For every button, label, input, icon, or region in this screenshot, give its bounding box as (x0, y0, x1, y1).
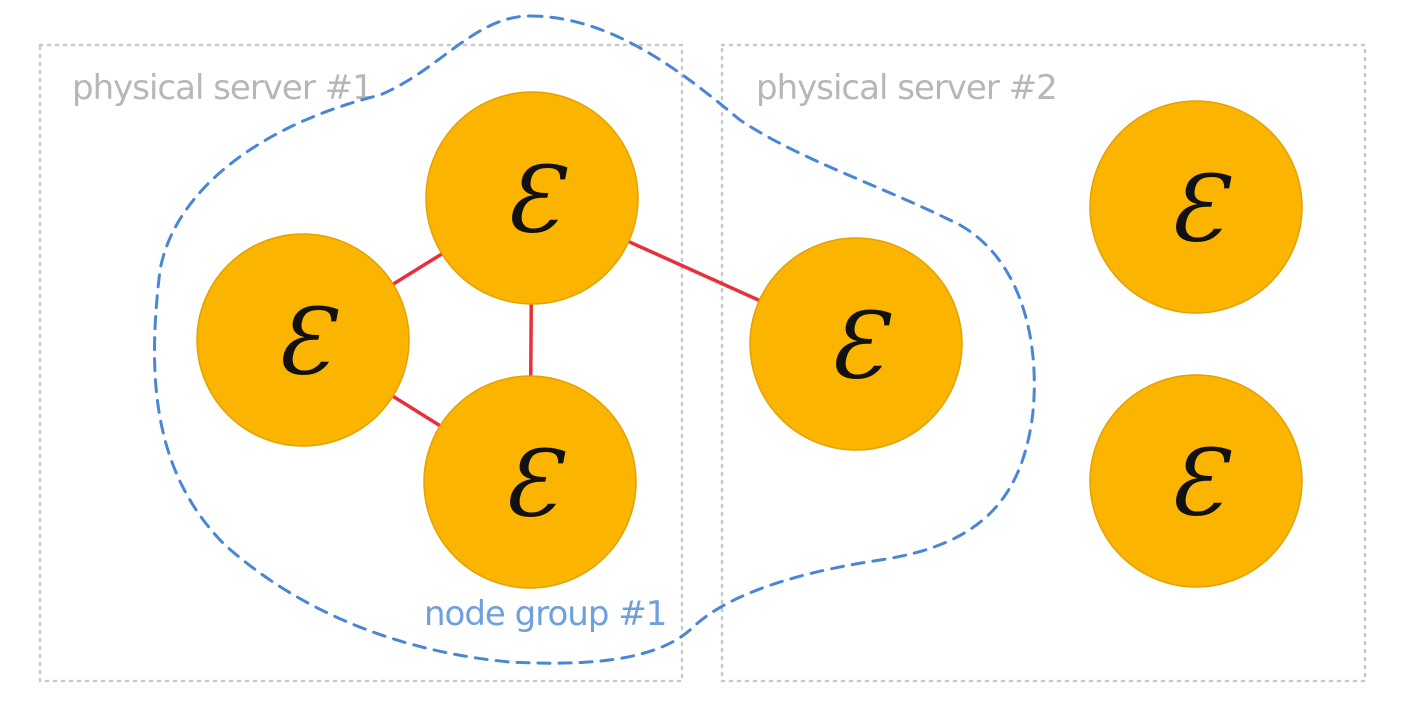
node-glyph: Ɛ (503, 147, 568, 254)
node-group-outline (153, 14, 1036, 665)
node-circle (1089, 374, 1303, 588)
node-circle (196, 233, 410, 447)
physical-server-2-label: physical server #2 (756, 68, 1057, 108)
node-circle (749, 237, 963, 451)
node-circle (425, 91, 639, 305)
node-middle-right: Ɛ (749, 237, 963, 451)
node-glyph: Ɛ (501, 431, 566, 538)
node-circle (423, 375, 637, 589)
node-glyph: Ɛ (1167, 430, 1232, 537)
node-glyph: Ɛ (827, 293, 892, 400)
node-server2-bottom: Ɛ (1089, 374, 1303, 588)
node-glyph: Ɛ (1167, 156, 1232, 263)
node-glyph: Ɛ (274, 289, 339, 396)
node-bottom: Ɛ (423, 375, 637, 589)
physical-server-1-label: physical server #1 (72, 68, 373, 108)
node-server2-top: Ɛ (1089, 100, 1303, 314)
physical-server-1-box (38, 43, 684, 683)
physical-server-2-box (720, 43, 1367, 683)
node-top: Ɛ (425, 91, 639, 305)
node-group-label: node group #1 (424, 594, 666, 634)
node-left: Ɛ (196, 233, 410, 447)
node-circle (1089, 100, 1303, 314)
